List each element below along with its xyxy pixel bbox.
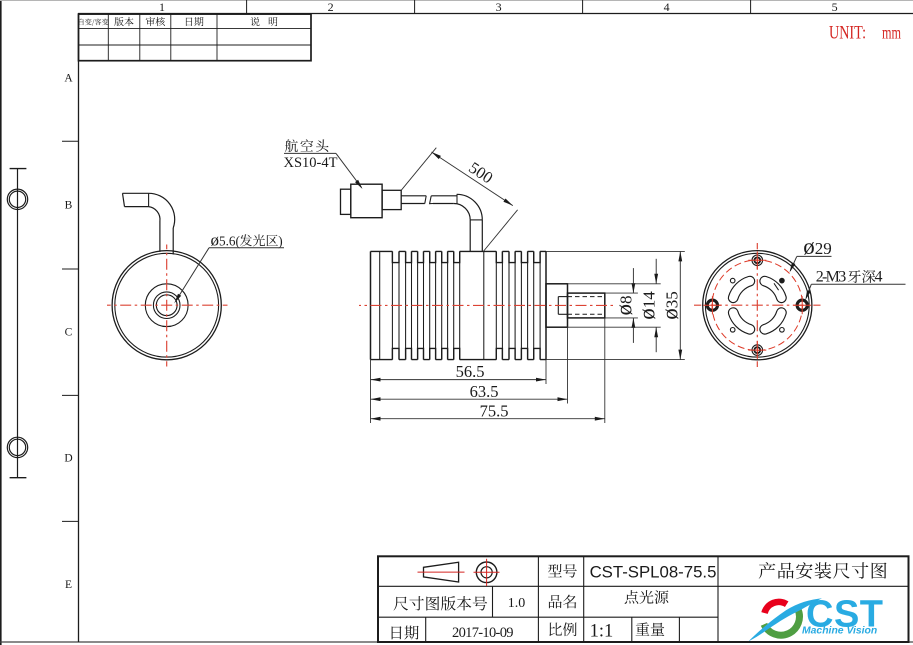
svg-text:ø14: ø14 <box>635 291 660 320</box>
svg-text:D: D <box>64 453 72 465</box>
svg-text:75.5: 75.5 <box>480 401 509 420</box>
svg-text:ø35: ø35 <box>658 291 683 320</box>
svg-text:C: C <box>65 327 73 339</box>
svg-text:): ) <box>278 233 282 248</box>
svg-text:5: 5 <box>832 0 838 14</box>
svg-text:A: A <box>64 73 73 85</box>
svg-text:2: 2 <box>328 0 334 14</box>
svg-text:B: B <box>65 200 73 212</box>
svg-text:ø8: ø8 <box>612 296 637 316</box>
svg-text:XS10-4T: XS10-4T <box>284 155 338 171</box>
svg-text:E: E <box>65 579 72 591</box>
svg-text:2-M3: 2-M3 <box>816 269 847 286</box>
svg-text:ø29: ø29 <box>803 234 832 259</box>
svg-text:CST: CST <box>806 594 884 636</box>
svg-text:ø5.6(: ø5.6( <box>211 230 240 249</box>
svg-text:4: 4 <box>875 269 883 286</box>
svg-text:1.0: 1.0 <box>508 596 526 611</box>
svg-text:56.5: 56.5 <box>456 362 485 381</box>
svg-text:2017-10-09: 2017-10-09 <box>452 625 514 641</box>
svg-text:Machine Vision: Machine Vision <box>802 626 877 637</box>
svg-text:4: 4 <box>664 0 670 14</box>
svg-text:3: 3 <box>496 0 502 14</box>
svg-text:CST-SPL08-75.5: CST-SPL08-75.5 <box>590 563 717 582</box>
svg-text:mm: mm <box>882 22 901 42</box>
svg-text:UNIT:: UNIT: <box>829 23 866 43</box>
svg-text:1: 1 <box>159 0 165 14</box>
svg-text:63.5: 63.5 <box>470 382 499 401</box>
svg-text:1:1: 1:1 <box>590 621 614 641</box>
